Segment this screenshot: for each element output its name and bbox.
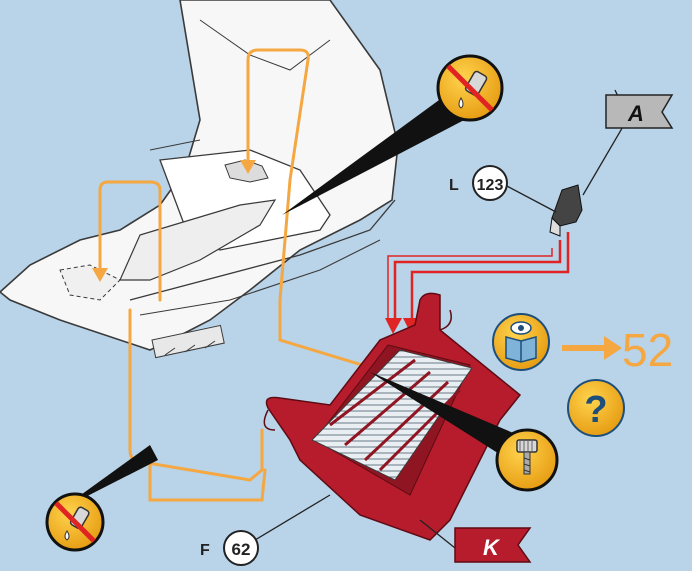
leader-line: [250, 495, 330, 543]
leader-line: [505, 185, 556, 212]
arrow-right-icon: [562, 336, 622, 360]
no-oil-drop-icon: [47, 494, 103, 550]
page-reference: 52: [622, 324, 673, 376]
screw-tool-icon: [497, 430, 557, 490]
help-symbol: ?: [584, 389, 607, 431]
flag-k-letter: K: [483, 535, 501, 560]
insert-arrows: [388, 232, 568, 318]
flag-a-letter: A: [627, 101, 644, 126]
callout-lamp-number: 123: [477, 177, 504, 194]
leader-line: [583, 118, 628, 195]
callout-filter-prefix: F: [200, 542, 210, 559]
callout-lamp-prefix: L: [449, 177, 459, 194]
book-eye-icon: [493, 314, 549, 370]
no-oil-drop-icon: [438, 56, 502, 120]
clip-part: [550, 185, 582, 236]
callout-filter-number: 62: [232, 540, 251, 559]
